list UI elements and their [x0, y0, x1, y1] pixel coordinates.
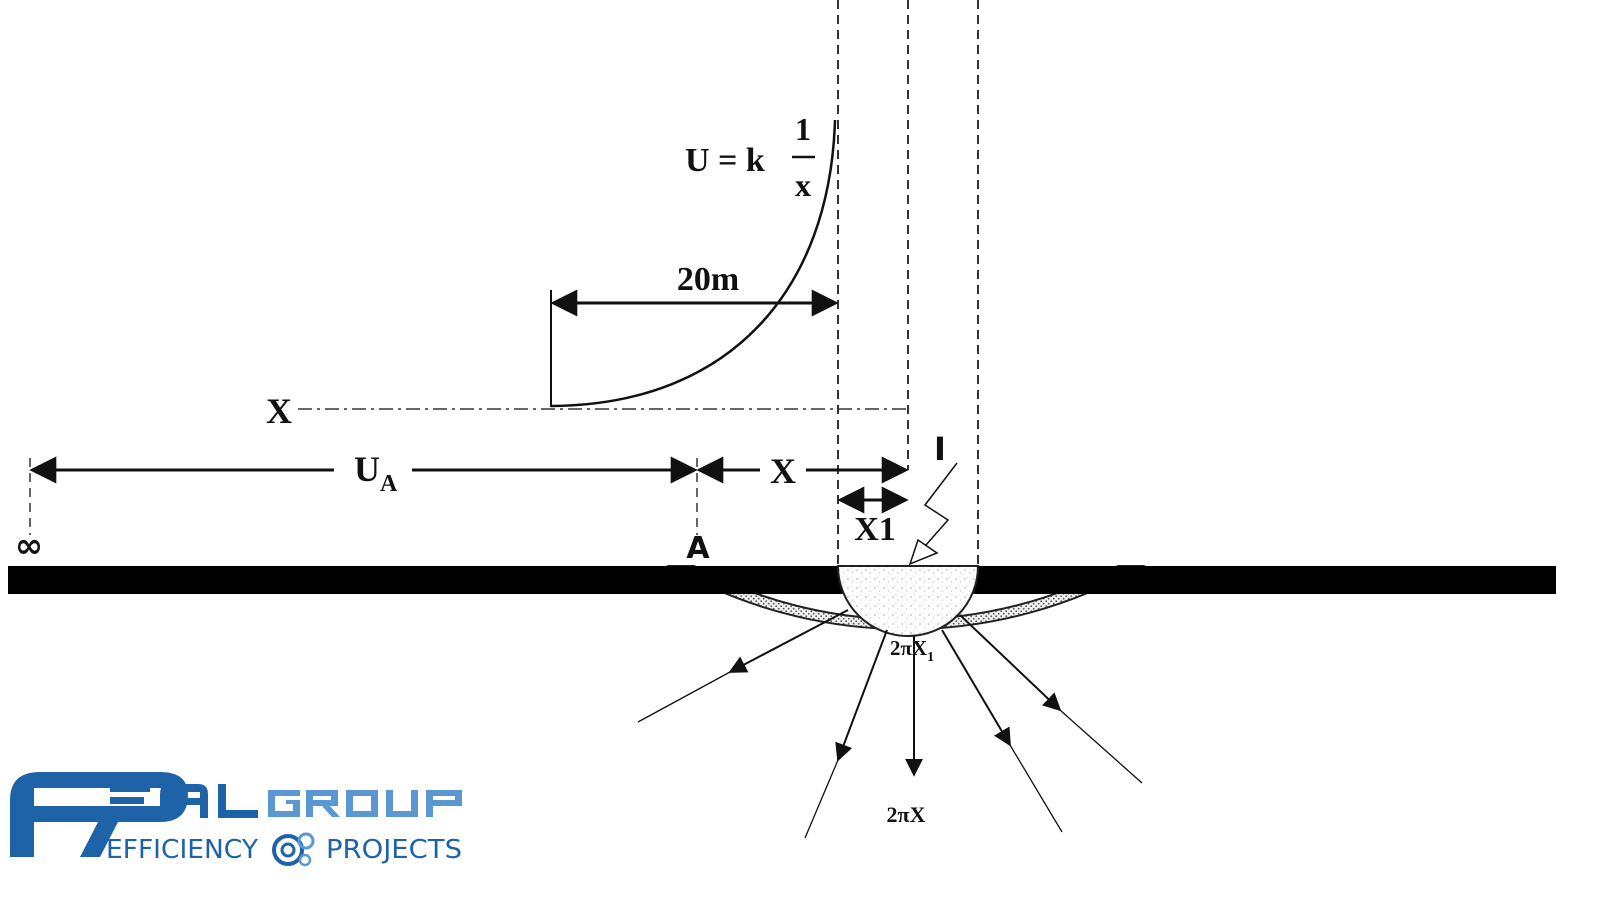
- label-outer-circumference: 2πX: [887, 802, 926, 827]
- formula-denominator: x: [795, 167, 811, 203]
- current-flow-lines: [637, 609, 1143, 839]
- gear-icon: [272, 832, 315, 867]
- label-x-axis: X: [266, 391, 292, 431]
- potential-curve: [550, 119, 837, 408]
- formula-numerator: 1: [795, 111, 811, 147]
- logo-r-letter: [10, 772, 188, 857]
- label-current-i: I: [934, 430, 946, 468]
- radial-arrow-1: [728, 609, 849, 673]
- formula-lhs: U = k: [685, 142, 765, 179]
- label-infinity: ∞: [15, 526, 43, 566]
- company-logo: EFFICIENCY PROJECTS: [10, 772, 462, 867]
- label-inner-circ-main: 2πX: [890, 636, 927, 660]
- ground-surface-bar: [8, 566, 1556, 594]
- label-point-a: A: [686, 531, 710, 566]
- label-ua: UA: [354, 449, 398, 497]
- radial-line-2: [804, 759, 839, 839]
- label-x1: X1: [854, 511, 896, 548]
- label-x-distance: X: [770, 451, 796, 491]
- logo-tagline-left: EFFICIENCY: [106, 835, 258, 865]
- label-inner-circ-sub: 1: [927, 650, 934, 665]
- logo-group-letters: [268, 790, 462, 817]
- hemisphere-electrode: [836, 565, 980, 637]
- radial-arrow-2: [835, 629, 888, 762]
- radial-arrow-5: [959, 614, 1062, 712]
- label-ua-main: U: [354, 449, 380, 489]
- label-inner-circumference: 2πX1: [890, 636, 934, 665]
- radial-line-5: [1059, 709, 1143, 784]
- logo-tagline-right: PROJECTS: [326, 835, 462, 865]
- label-20m: 20m: [677, 261, 739, 298]
- logo-eal-letters: [110, 784, 258, 818]
- dashed-guides: [29, 0, 979, 570]
- lightning-current-icon: [908, 462, 958, 566]
- label-ua-sub: A: [380, 471, 398, 497]
- radial-arrow-4: [941, 629, 1011, 747]
- radial-line-4: [1009, 744, 1063, 833]
- radial-line-1: [637, 671, 731, 723]
